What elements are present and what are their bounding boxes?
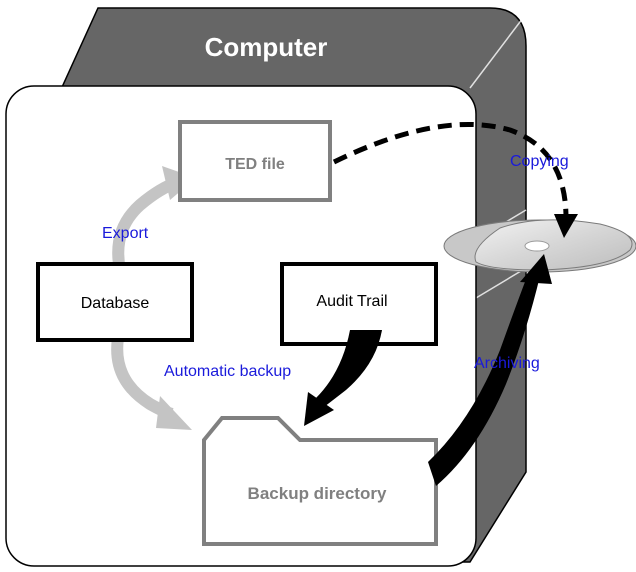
archiving-arrow-body [428, 274, 540, 486]
database-label: Database [81, 295, 150, 312]
audit-trail-label: Audit Trail [316, 293, 387, 310]
ted-file-label: TED file [225, 156, 285, 173]
ted-file-box [178, 120, 332, 202]
backup-arrow-head [156, 396, 192, 430]
audit-arrow-body [316, 330, 382, 410]
archiving-label: Archiving [474, 355, 540, 372]
disc-hole [524, 240, 550, 252]
export-arrow-shaft [112, 176, 181, 272]
copying-arrow-head [554, 214, 578, 238]
copying-arrow [332, 121, 578, 238]
database-box [36, 262, 194, 342]
audit-trail-node: Audit Trail [280, 262, 438, 346]
audit-trail-box [280, 262, 438, 346]
database-node: Database [36, 262, 194, 342]
backup-folder-shape [202, 416, 438, 546]
audit-arrow-head [304, 392, 334, 426]
export-label: Export [102, 225, 149, 242]
backup-directory-node: Backup directory [202, 416, 438, 546]
cabinet-slot-line-2 [475, 267, 527, 299]
copying-label: Copying [510, 153, 569, 170]
archiving-arrow-head [520, 254, 552, 284]
computer-title: Computer [205, 32, 328, 62]
copying-arrow-line [332, 121, 569, 219]
automatic-backup-label: Automatic backup [164, 363, 291, 380]
audit-to-backup-arrow [304, 330, 382, 426]
backup-directory-label: Backup directory [248, 484, 387, 503]
cabinet-edge-line [469, 13, 527, 89]
ted-file-node: TED file [178, 120, 332, 202]
archiving-arrow [428, 254, 552, 486]
